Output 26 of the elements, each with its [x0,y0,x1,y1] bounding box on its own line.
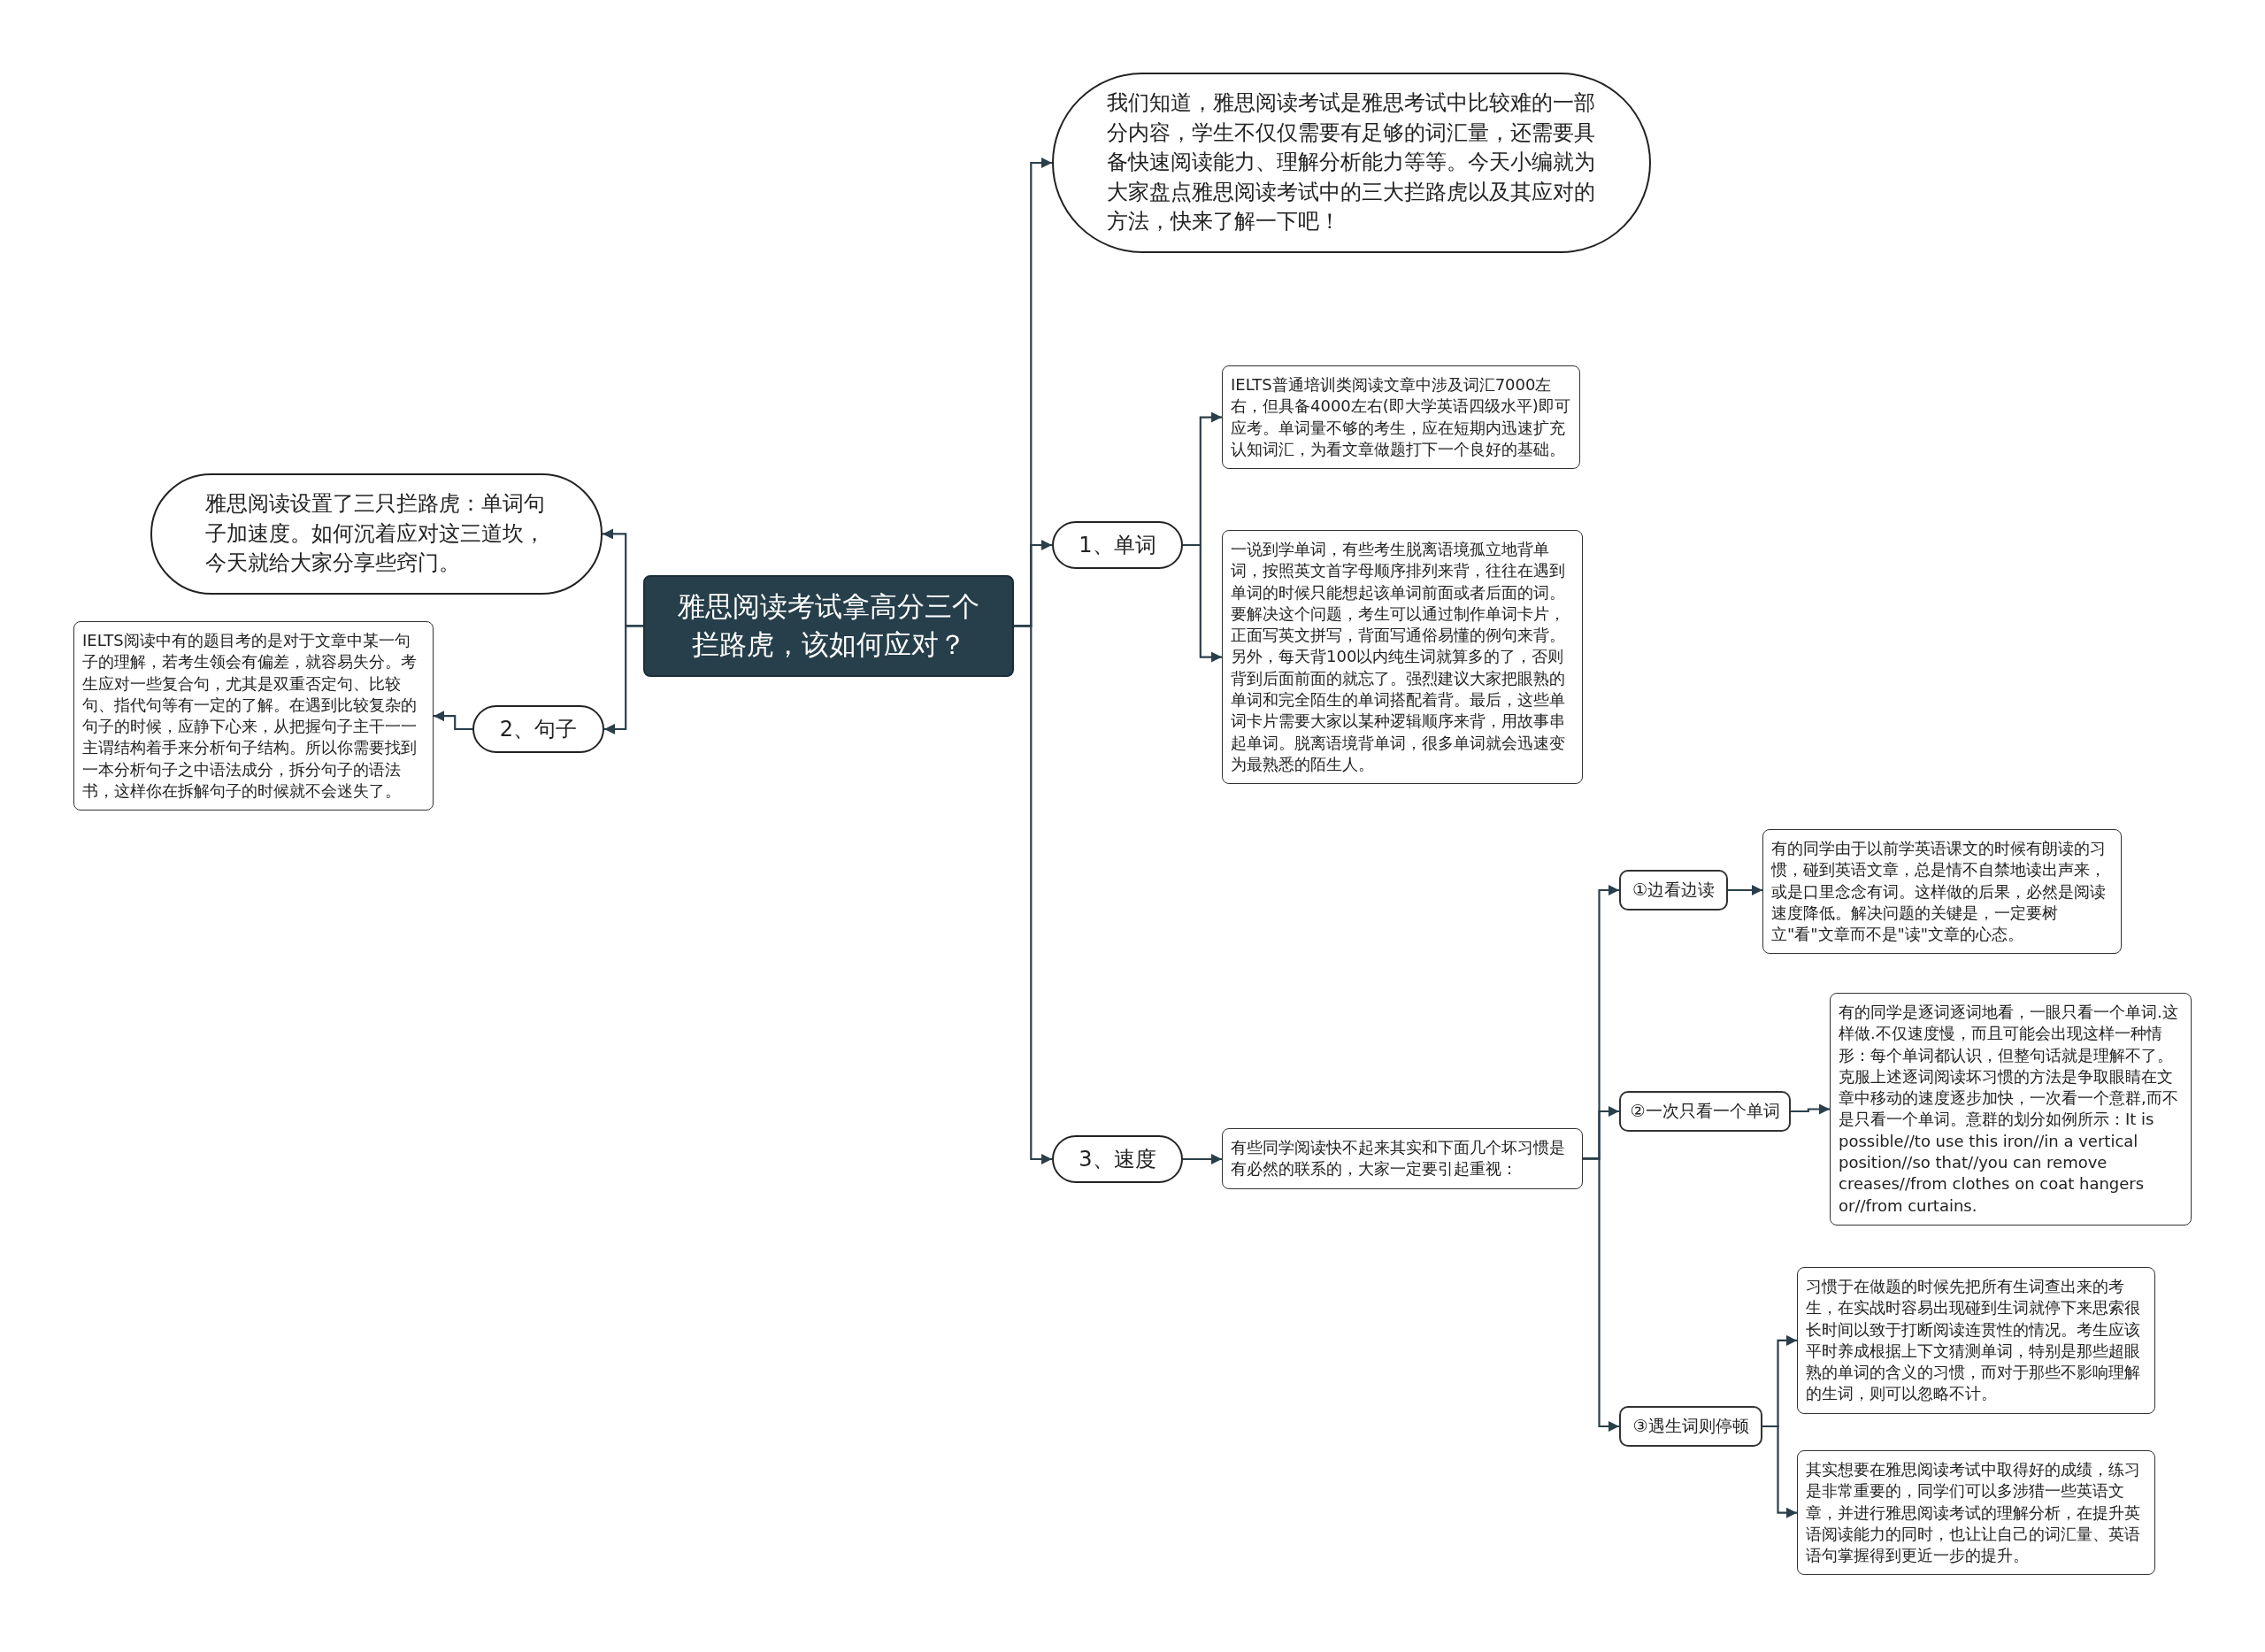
arrow [1728,885,1762,895]
text-box: 习惯于在做题的时候先把所有生词查出来的考生，在实战时容易出现碰到生词就停下来思索很长时间以致于打断阅读连贯性的情况。考生应该平时养成根据上下文猜测单词，特别是那些超眼熟的单词的含义的习惯，而对于那些不影响理解的生词，则可以忽略不计。 [1797,1267,2155,1414]
speech-bubble: 雅思阅读设置了三只拦路虎：单词句子加速度。如何沉着应对这三道坎，今天就给大家分享些窍门。 [150,473,603,595]
text-box: 有的同学是逐词逐词地看，一眼只看一个单词.这样做.不仅速度慢，而且可能会出现这样一种情形：每个单词都认识，但整句话就是理解不了。克服上述逐词阅读坏习惯的方法是争取眼睛在文章中移动的速度逐步加快，一次看一个意群,而不是只看一个单词。意群的划分如例所示：It is possible//to use this iron//in a vertical position//so that//you can remove creases//from clothes on coat hangers or//from curtains. [1830,993,2192,1226]
arrow [1791,1103,1830,1115]
arrow [434,711,472,731]
text-box: 一说到学单词，有些考生脱离语境孤立地背单词，按照英文首字母顺序排列来背，往往在遇到单词的时候只能想起该单词前面或者后面的词。要解决这个问题，考生可以通过制作单词卡片，正面写英文拼写，背面写通俗易懂的例句来背。另外，每天背100以内纯生词就算多的了，否则背到后面前面的就忘了。强烈建议大家把眼熟的单词和完全陌生的单词搭配着背。最后，这些单词卡片需要大家以某种逻辑顺序来背，用故事串起单词。脱离语境背单词，很多单词就会迅速变为最熟悉的陌生人。 [1222,530,1583,785]
arrow [1014,625,1052,1164]
arrow [1762,1425,1797,1518]
speech-bubble: 我们知道，雅思阅读考试是雅思考试中比较难的一部分内容，学生不仅仅需要有足够的词汇量，还需要具备快速阅读能力、理解分析能力等等。今天小编就为大家盘点雅思阅读考试中的三大拦路虎以及其应对的方法，快来了解一下吧！ [1052,73,1651,253]
text-box: IELTS阅读中有的题目考的是对于文章中某一句子的理解，若考生领会有偏差，就容易失分。考生应对一些复合句，尤其是双重否定句、比较句、指代句等有一定的了解。在遇到比较复杂的句子的时候，应静下心来，从把握句子主干一一主谓结构着手来分析句子结构。所以你需要找到一本分析句子之中语法成分，拆分句子的语法书，这样你在拆解句子的时候就不会迷失了。 [73,621,434,811]
title-box: 雅思阅读考试拿高分三个拦路虎，该如何应对？ [643,575,1014,677]
text-box: 其实想要在雅思阅读考试中取得好的成绩，练习是非常重要的，同学们可以多涉猎一些英语文章，并进行雅思阅读考试的理解分析，在提升英语阅读能力的同时，也让让自己的词汇量、英语语句掌握得到更近一步的提升。 [1797,1450,2155,1576]
subtopic-box: ②一次只看一个单词 [1619,1091,1791,1132]
topic-node: 2、句子 [472,705,604,753]
text-box: 有的同学由于以前学英语课文的时候有朗读的习惯，碰到英语文章，总是情不自禁地读出声来，或是口里念念有词。这样做的后果，必然是阅读速度降低。解决问题的关键是，一定要树立"看"文章而不是"读"文章的心态。 [1762,829,2122,955]
topic-node: 3、速度 [1052,1135,1183,1183]
subtopic-box: ③遇生词则停顿 [1619,1406,1762,1447]
arrow [1183,543,1222,663]
topic-node: 1、单词 [1052,521,1183,569]
arrow [1583,1157,1619,1432]
text-box: IELTS普通培训类阅读文章中涉及词汇7000左右，但具备4000左右(即大学英语四级水平)即可应考。单词量不够的考生，应在短期内迅速扩充认知词汇，为看文章做题打下一个良好的基础。 [1222,365,1580,470]
subtopic-box: ①边看边读 [1619,870,1728,911]
arrow [1183,1154,1222,1164]
text-box: 有些同学阅读快不起来其实和下面几个坏习惯是有必然的联系的，大家一定要引起重视： [1222,1128,1583,1189]
arrow [604,625,643,734]
